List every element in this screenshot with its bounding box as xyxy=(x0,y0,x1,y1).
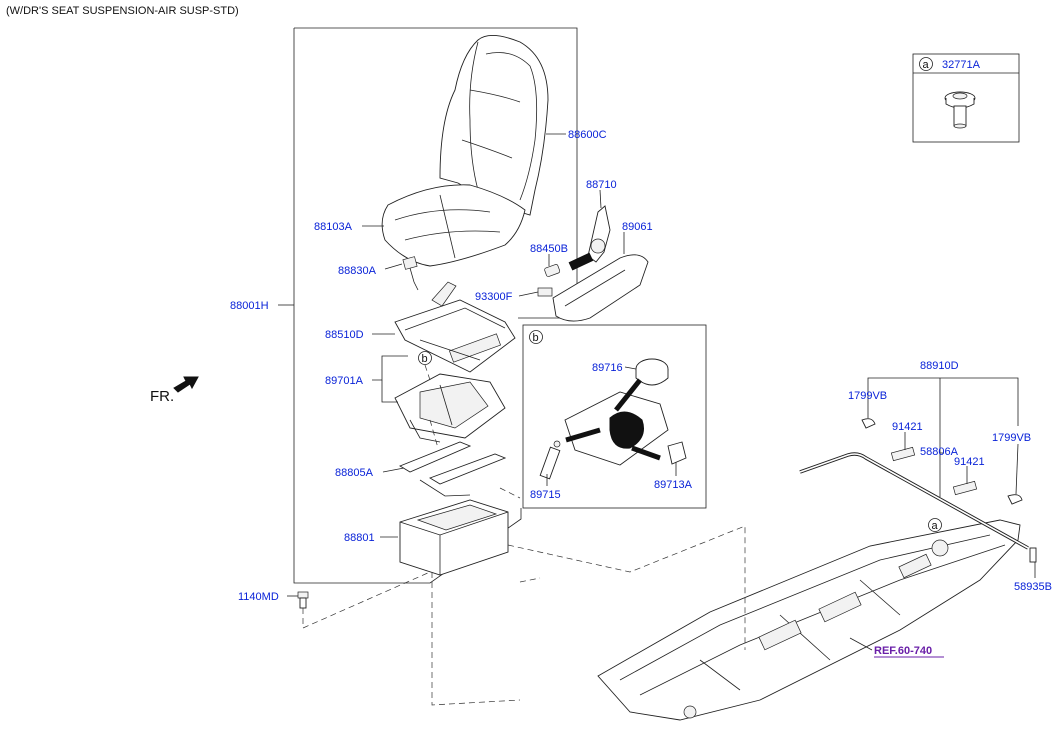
seat-box-88801 xyxy=(399,499,509,576)
seat-frame-88510D xyxy=(394,281,516,373)
clip-1799VB-left xyxy=(861,418,876,429)
label-93300F[interactable]: 93300F xyxy=(475,291,513,303)
valve-89713A xyxy=(667,441,687,465)
lever-88710 xyxy=(568,205,611,271)
suspension-detail xyxy=(564,378,669,466)
callout-a-letter: a xyxy=(923,59,930,71)
callout-b-box: b xyxy=(522,324,707,509)
label-88710[interactable]: 88710 xyxy=(586,179,617,191)
label-88510D[interactable]: 88510D xyxy=(325,329,364,341)
grommet-32771A xyxy=(944,91,976,129)
connector-58935B xyxy=(1029,547,1037,563)
pad-91421-a xyxy=(890,446,916,462)
label-88001H[interactable]: 88001H xyxy=(230,300,269,312)
leader-lines xyxy=(278,133,1036,651)
callout-b-marker-letter: b xyxy=(422,353,428,365)
callout-b-badge xyxy=(529,330,543,344)
label-89713A[interactable]: 89713A xyxy=(654,479,693,491)
label-91421-a[interactable]: 91421 xyxy=(892,421,923,433)
label-89715[interactable]: 89715 xyxy=(530,489,561,501)
diagram-title: (W/DR'S SEAT SUSPENSION-AIR SUSP-STD) xyxy=(6,5,239,17)
label-89701A[interactable]: 89701A xyxy=(325,375,364,387)
floor-panel: a xyxy=(597,518,1021,721)
part-labels: 88600C 88103A 88830A 88001H 88510D 89701… xyxy=(230,129,1052,658)
front-label: FR. xyxy=(150,388,174,405)
callout-b-letter: b xyxy=(533,332,539,344)
pad-91421-b xyxy=(952,480,978,496)
seat-group-frame-lower xyxy=(293,28,522,584)
callout-a-marker xyxy=(928,518,942,532)
seat-back-88600C xyxy=(439,35,549,216)
seat-group-frame xyxy=(294,27,578,319)
label-1140MD[interactable]: 1140MD xyxy=(238,591,279,603)
suspension-89701A: b xyxy=(394,351,506,443)
label-1799VB-left[interactable]: 1799VB xyxy=(848,390,887,402)
label-58806A[interactable]: 58806A xyxy=(920,446,959,458)
seat-cushion-88103A xyxy=(381,184,526,267)
label-89716[interactable]: 89716 xyxy=(592,362,623,374)
label-88103A[interactable]: 88103A xyxy=(314,221,353,233)
slide-rails-88805A xyxy=(398,441,507,497)
callout-b-marker xyxy=(418,351,432,365)
switch-93300F xyxy=(537,287,553,297)
side-cover-89061 xyxy=(552,254,649,322)
label-58935B[interactable]: 58935B xyxy=(1014,581,1052,593)
knob-88450B xyxy=(544,264,561,277)
label-89061[interactable]: 89061 xyxy=(622,221,653,233)
label-88805A[interactable]: 88805A xyxy=(335,467,374,479)
label-91421-b[interactable]: 91421 xyxy=(954,456,985,468)
label-88830A[interactable]: 88830A xyxy=(338,265,377,277)
callout-a-badge xyxy=(919,57,933,71)
label-88450B[interactable]: 88450B xyxy=(530,243,568,255)
label-1799VB-right[interactable]: 1799VB xyxy=(992,432,1031,444)
label-88600C[interactable]: 88600C xyxy=(568,129,607,141)
air-tube-88910D xyxy=(799,452,1037,563)
projection-lines xyxy=(302,419,746,706)
bolt-1140MD xyxy=(297,591,309,609)
label-88910D[interactable]: 88910D xyxy=(920,360,959,372)
label-88801[interactable]: 88801 xyxy=(344,532,375,544)
reference-link-floor-panel[interactable]: REF.60-740 xyxy=(874,645,932,657)
front-direction-indicator: FR. xyxy=(150,376,199,405)
callout-a-marker-letter: a xyxy=(932,520,939,532)
label-32771A[interactable]: 32771A xyxy=(942,59,981,71)
compressor-89715 xyxy=(539,440,561,480)
callout-a-box: a 32771A xyxy=(912,53,1020,143)
belt-buckle-88830A xyxy=(402,256,419,291)
air-spring-89716 xyxy=(635,358,669,386)
clip-1799VB-right xyxy=(1007,494,1023,505)
